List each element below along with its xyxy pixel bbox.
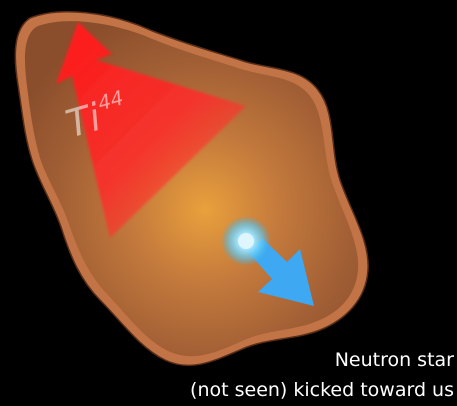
caption-line-2: (not seen) kicked toward us <box>190 379 454 401</box>
caption-line-1: Neutron star <box>335 349 454 371</box>
neutron-star <box>222 217 270 265</box>
neutron-star-core <box>238 233 254 249</box>
